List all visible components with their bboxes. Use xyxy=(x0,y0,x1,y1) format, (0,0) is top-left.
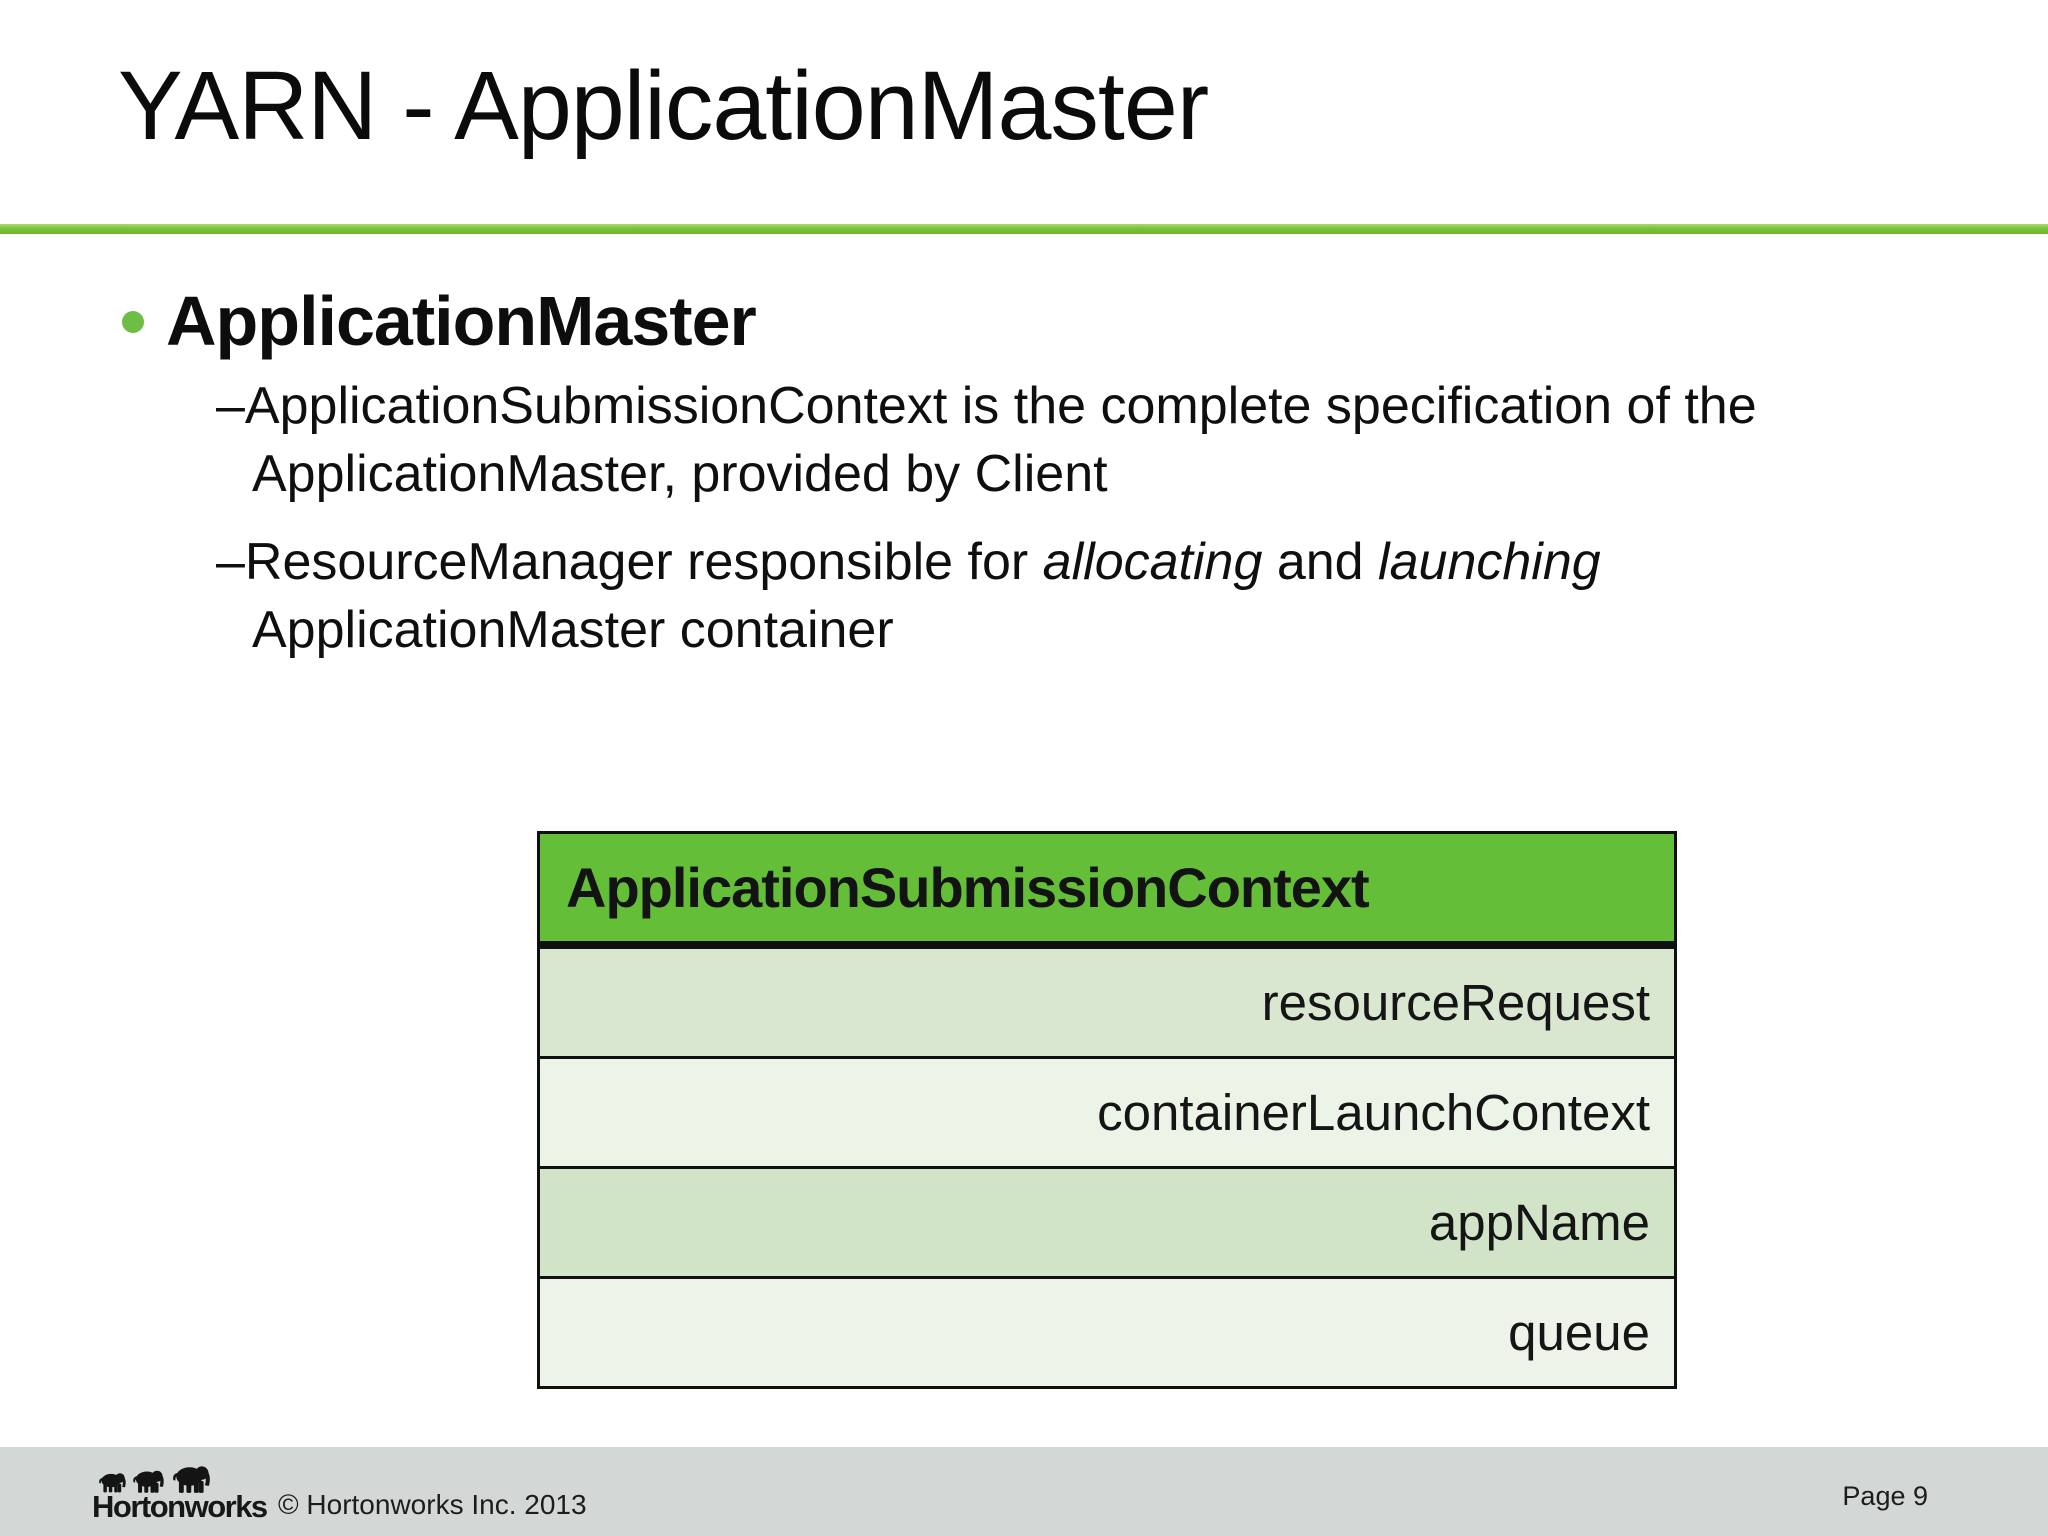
bullet-item-2: –ResourceManager responsible for allocat… xyxy=(216,528,2042,664)
elephants-icon xyxy=(99,1466,210,1493)
table-header: ApplicationSubmissionContext xyxy=(540,834,1674,949)
bullet-item-2-italic-launching: launching xyxy=(1378,533,1601,591)
page-title: YARN - ApplicationMaster xyxy=(118,51,1209,160)
table-row-app-name: appName xyxy=(540,1166,1674,1276)
table-row-queue: queue xyxy=(540,1276,1674,1386)
table-row-container-launch-context: containerLaunchContext xyxy=(540,1056,1674,1166)
dash-marker: – xyxy=(216,377,245,435)
bullet-item-2-line2: ApplicationMaster container xyxy=(252,601,894,659)
bullet-heading: ApplicationMaster xyxy=(166,282,757,360)
bullet-item-1: –ApplicationSubmissionContext is the com… xyxy=(216,372,2042,508)
page-number: Page 9 xyxy=(1842,1481,1928,1511)
hortonworks-logo: Hortonworks xyxy=(92,1452,268,1525)
bullet-item-1-line1: ApplicationSubmissionContext is the comp… xyxy=(244,377,1757,435)
table-row-resource-request: resourceRequest xyxy=(540,949,1674,1056)
bullet-icon xyxy=(122,311,144,333)
title-divider-rule xyxy=(0,224,2048,234)
bullet-item-2-pre: ResourceManager responsible for xyxy=(244,533,1043,591)
copyright-text: © Hortonworks Inc. 2013 xyxy=(278,1489,587,1520)
bullet-item-1-line2: ApplicationMaster, provided by Client xyxy=(252,445,1108,503)
dash-marker: – xyxy=(216,533,245,591)
footer-bar xyxy=(0,1447,2048,1536)
submission-context-table: ApplicationSubmissionContext resourceReq… xyxy=(537,831,1677,1389)
logo-wordmark: Hortonworks xyxy=(92,1489,268,1524)
bullet-item-2-mid: and xyxy=(1262,533,1379,591)
bullet-item-2-italic-allocating: allocating xyxy=(1042,533,1263,591)
